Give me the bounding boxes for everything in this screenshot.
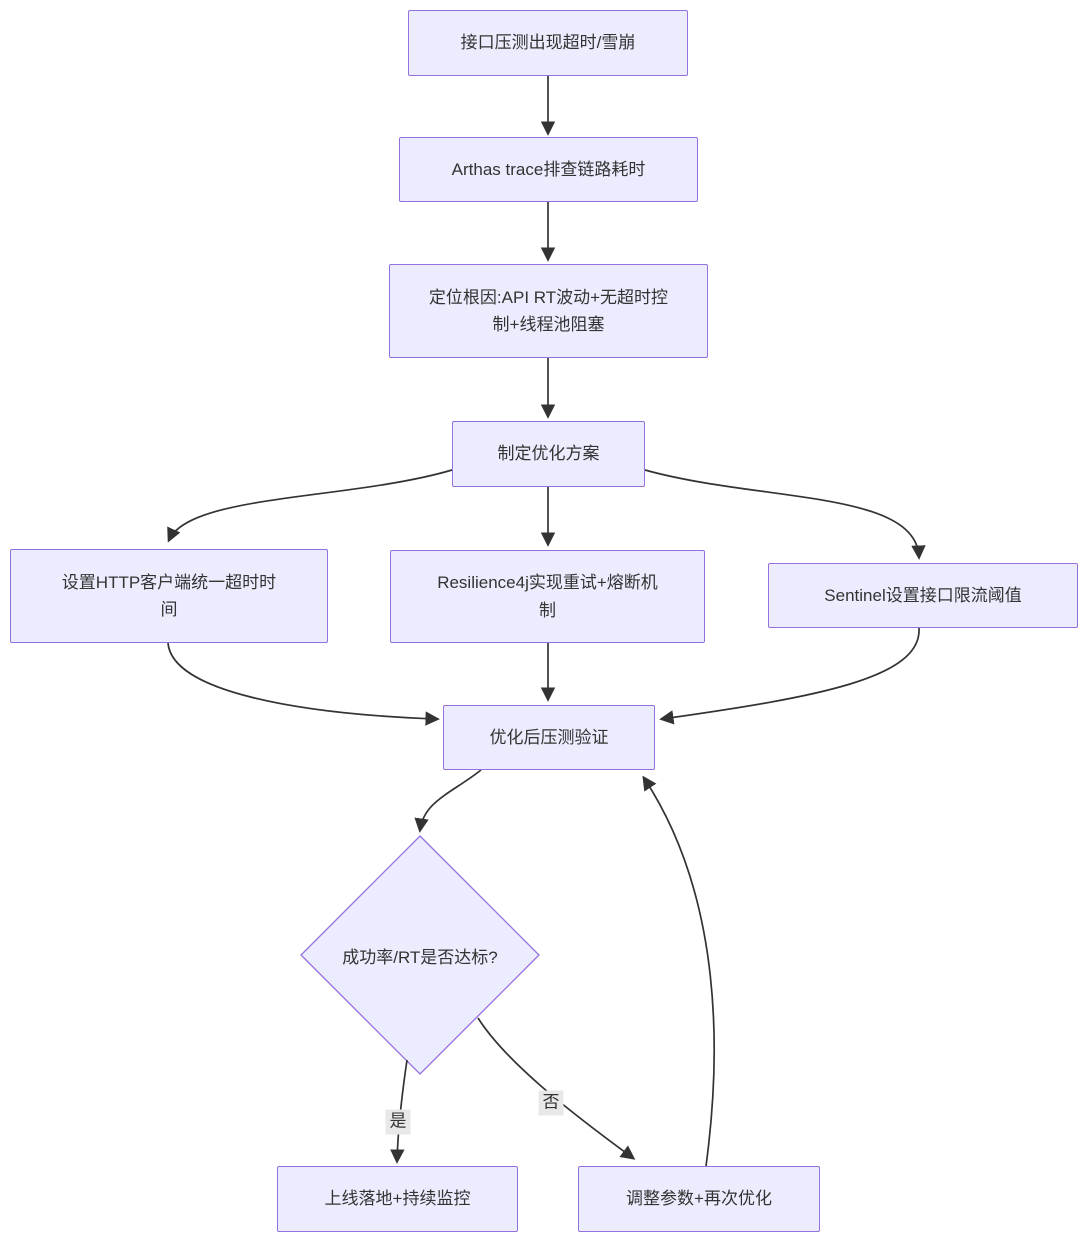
node-decision-label: 成功率/RT是否达标? (342, 947, 498, 967)
node-rootcause-label: 定位根因:API RT波动+无超时控制+线程池阻塞 (428, 287, 669, 334)
node-adjust: 调整参数+再次优化 (578, 1166, 820, 1232)
node-verify: 优化后压测验证 (443, 705, 655, 770)
node-resilience4j-label: Resilience4j实现重试+熔断机制 (437, 573, 658, 620)
edge-plan-http-timeout (167, 469, 453, 543)
edge-sentinel-verify (659, 627, 920, 725)
edge-decision-adjust (477, 1017, 636, 1160)
node-verify-label: 优化后压测验证 (489, 727, 609, 747)
node-adjust-label: 调整参数+再次优化 (626, 1189, 772, 1209)
node-rootcause: 定位根因:API RT波动+无超时控制+线程池阻塞 (389, 264, 708, 358)
node-http-timeout: 设置HTTP客户端统一超时时间 (10, 549, 328, 643)
node-resilience4j: Resilience4j实现重试+熔断机制 (390, 550, 705, 643)
node-http-timeout-label: 设置HTTP客户端统一超时时间 (61, 572, 277, 619)
node-arthas-label: Arthas trace排查链路耗时 (451, 159, 646, 179)
edge-label-yes: 是 (385, 1109, 411, 1135)
node-launch-label: 上线落地+持续监控 (324, 1189, 471, 1209)
edge-plan-sentinel (644, 469, 926, 560)
decision-diamond (300, 835, 540, 1075)
edge-http-timeout-verify (167, 642, 440, 726)
node-arthas: Arthas trace排查链路耗时 (399, 137, 698, 202)
node-start: 接口压测出现超时/雪崩 (408, 10, 688, 76)
node-sentinel: Sentinel设置接口限流阈值 (768, 563, 1078, 628)
edge-adjust-verify-loop (642, 775, 715, 1167)
node-plan-label: 制定优化方案 (497, 444, 600, 464)
node-plan: 制定优化方案 (452, 421, 645, 487)
node-sentinel-label: Sentinel设置接口限流阈值 (824, 585, 1022, 605)
edge-verify-decision (414, 769, 482, 833)
edge-label-no: 否 (538, 1090, 564, 1116)
node-start-label: 接口压测出现超时/雪崩 (460, 33, 636, 53)
node-launch: 上线落地+持续监控 (277, 1166, 518, 1232)
